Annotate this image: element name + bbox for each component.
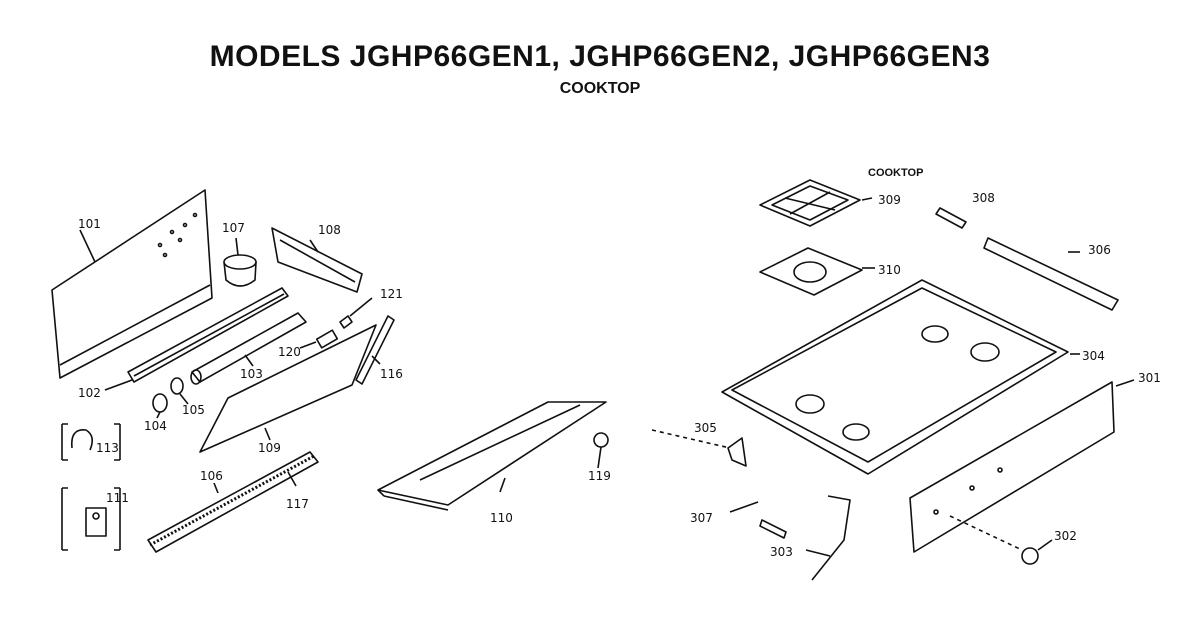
part-306-strip xyxy=(983,237,1119,311)
part-119-knob xyxy=(593,432,609,469)
label-116: 116 xyxy=(380,367,403,381)
part-111-switch xyxy=(61,487,121,551)
part-101-back-panel xyxy=(51,189,213,379)
label-108: 108 xyxy=(318,223,341,237)
label-121: 121 xyxy=(380,287,403,301)
part-305-bracket xyxy=(727,437,747,467)
label-117: 117 xyxy=(286,497,309,511)
label-307: 307 xyxy=(690,511,713,525)
part-110-tray xyxy=(377,401,607,511)
part-113-bracket xyxy=(61,423,121,461)
part-116-rod xyxy=(355,315,395,385)
label-107: 107 xyxy=(222,221,245,235)
part-302-knob xyxy=(1021,539,1053,565)
label-105: 105 xyxy=(182,403,205,417)
label-101: 101 xyxy=(78,217,101,231)
part-120-connector xyxy=(315,329,339,349)
part-301-control-panel xyxy=(909,381,1115,553)
label-308: 308 xyxy=(972,191,995,205)
part-310-burner-bowl xyxy=(759,247,863,296)
label-309: 309 xyxy=(878,193,901,207)
label-302: 302 xyxy=(1054,529,1077,543)
part-307-screw xyxy=(759,519,787,539)
part-103-tube xyxy=(190,312,307,385)
part-107-motor xyxy=(223,254,257,287)
part-121-clip xyxy=(339,315,353,329)
label-119: 119 xyxy=(588,469,611,483)
label-120: 120 xyxy=(278,345,301,359)
part-106-burner-strip xyxy=(147,451,319,553)
part-309-grate xyxy=(759,179,861,227)
label-103: 103 xyxy=(240,367,263,381)
page-title: MODELS JGHP66GEN1, JGHP66GEN2, JGHP66GEN… xyxy=(209,40,991,73)
part-104-ring xyxy=(152,393,168,413)
label-104: 104 xyxy=(144,419,167,433)
label-102: 102 xyxy=(78,386,101,400)
part-304-cooktop xyxy=(721,279,1069,475)
label-310: 310 xyxy=(878,263,901,277)
label-301: 301 xyxy=(1138,371,1161,385)
label-111: 111 xyxy=(106,491,129,505)
part-105-ring xyxy=(170,377,184,395)
part-102-rail xyxy=(127,287,289,383)
part-308-screw xyxy=(935,207,967,229)
cooktop-section-label: COOKTOP xyxy=(868,167,924,179)
label-106: 106 xyxy=(200,469,223,483)
label-303: 303 xyxy=(770,545,793,559)
label-306: 306 xyxy=(1088,243,1111,257)
label-304: 304 xyxy=(1082,349,1105,363)
part-108-bracket xyxy=(271,227,363,293)
page-subtitle: COOKTOP xyxy=(559,80,641,97)
label-109: 109 xyxy=(258,441,281,455)
label-113: 113 xyxy=(96,441,119,455)
part-303-trim xyxy=(811,495,851,581)
part-109-panel xyxy=(199,324,377,453)
label-305: 305 xyxy=(694,421,717,435)
label-110: 110 xyxy=(490,511,513,525)
